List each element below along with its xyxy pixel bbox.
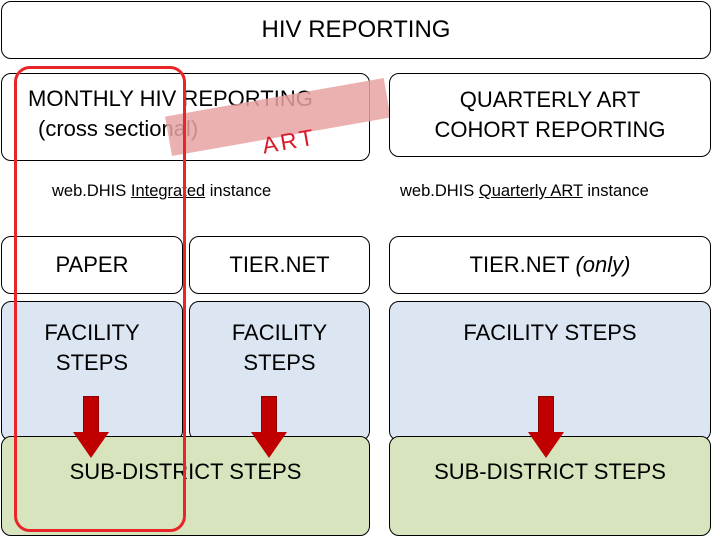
- quarterly-heading-line2: COHORT REPORTING: [434, 117, 666, 142]
- quarterly-dhis-prefix: web.DHIS: [400, 182, 479, 200]
- paper-label: PAPER: [55, 252, 129, 278]
- down-arrow-icon: [528, 396, 564, 458]
- facility-steps-paper-line2: STEPS: [55, 349, 129, 375]
- tier-label-monthly: TIER.NET: [229, 252, 330, 278]
- tier-box-monthly: TIER.NET: [189, 236, 370, 294]
- tier-box-quarterly: TIER.NET (only): [389, 236, 711, 294]
- down-arrow-icon: [251, 396, 287, 458]
- down-arrow-icon: [73, 396, 109, 458]
- quarterly-dhis-instance: Quarterly ART: [478, 182, 583, 200]
- tier-label-quarterly-text: TIER.NET: [469, 252, 576, 278]
- monthly-dhis-label: web.DHIS Integrated instance: [52, 182, 271, 201]
- title-box: HIV REPORTING: [1, 1, 711, 59]
- paper-column-highlight: [14, 66, 186, 532]
- facility-steps-tier-line2: STEPS: [243, 349, 316, 375]
- monthly-dhis-prefix: web.DHIS: [52, 182, 131, 200]
- facility-steps-tier: FACILITY STEPS: [189, 301, 370, 441]
- quarterly-dhis-label: web.DHIS Quarterly ART instance: [400, 182, 649, 201]
- facility-steps-quarterly-label: FACILITY STEPS: [463, 320, 637, 345]
- paper-box: PAPER: [1, 236, 183, 294]
- tier-label-quarterly: TIER.NET (only): [470, 250, 631, 280]
- facility-steps-tier-line1: FACILITY: [231, 320, 328, 345]
- page-title: HIV REPORTING: [261, 16, 451, 43]
- subdistrict-steps-quarterly-label: SUB-DISTRICT STEPS: [434, 459, 666, 484]
- monthly-dhis-suffix: instance: [205, 182, 272, 200]
- quarterly-heading-line1: QUARTERLY ART: [459, 87, 641, 113]
- quarterly-dhis-suffix: instance: [582, 182, 649, 200]
- tier-only-note: (only): [575, 252, 631, 278]
- quarterly-heading-box: QUARTERLY ART COHORT REPORTING: [389, 73, 711, 157]
- facility-steps-paper-line1: FACILITY: [44, 320, 140, 345]
- monthly-dhis-instance: Integrated: [130, 182, 206, 200]
